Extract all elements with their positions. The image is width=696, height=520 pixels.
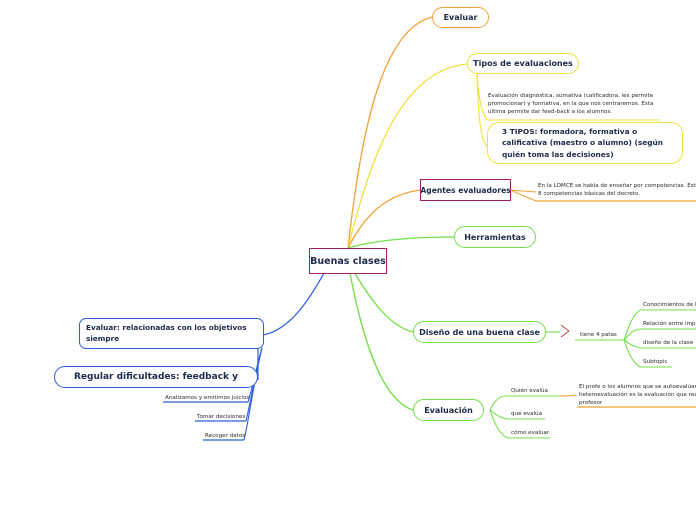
regular-node[interactable]: Regular dificultades: feedback y xyxy=(54,366,258,388)
evaluacion-item-3[interactable]: cómo evaluar xyxy=(511,430,550,436)
diseno-item-1[interactable]: Conocimientos de l xyxy=(643,302,696,308)
agentes-label: Agentes evaluadores xyxy=(420,185,511,195)
agentes-node[interactable]: Agentes evaluadores xyxy=(420,179,511,201)
connector-tipos-subnode xyxy=(476,71,488,147)
evaluar-node[interactable]: Evaluar xyxy=(432,7,489,28)
regular-label: Regular dificultades: feedback y xyxy=(73,372,239,382)
herramientas-node[interactable]: Herramientas xyxy=(454,226,536,248)
connector-agentes xyxy=(347,189,421,249)
central-label: Buenas clases xyxy=(310,255,386,267)
connector-evaluacion xyxy=(347,261,414,411)
tipos-label: Tipos de evaluaciones xyxy=(473,59,573,68)
diseno-item-3[interactable]: diseño de la clase xyxy=(643,340,694,346)
regular-item-2[interactable]: Tomar decisiones xyxy=(197,414,246,420)
evaluacion-note-line3: profesor xyxy=(579,400,603,406)
tipos-node[interactable]: Tipos de evaluaciones xyxy=(467,53,579,74)
diseno-item-4[interactable]: Subtopic xyxy=(643,359,668,365)
tipos-note: Evaluación diagnóstica, sumativa (califi… xyxy=(488,93,654,116)
agentes-note-line2: 8 competencias básicas del decreto. xyxy=(538,191,641,197)
evaluacion-item-1[interactable]: Quién evalúa xyxy=(511,388,548,394)
diseno-item-2[interactable]: Relación entre impl xyxy=(643,321,696,327)
diseno-label: Diseño de una buena clase xyxy=(419,327,540,337)
diseno-connector-text: tiene 4 patas xyxy=(580,332,617,338)
connector-diseno-chevron xyxy=(560,324,570,338)
connector-evaluar xyxy=(347,16,433,249)
connector-tipos xyxy=(347,63,468,249)
evaluacion-item-2[interactable]: qué evalúa xyxy=(511,411,543,417)
regular-item-3[interactable]: Recoger datos xyxy=(205,433,246,439)
evaluacion-node[interactable]: Evaluación xyxy=(413,399,484,421)
evaluacion-label: Evaluación xyxy=(424,405,473,415)
evaluar-label: Evaluar xyxy=(443,13,478,22)
central-node[interactable]: Buenas clases xyxy=(309,248,387,274)
tipos-subnode-label: 3 TIPOS: formadora, formativa o califica… xyxy=(502,126,664,159)
evaluar-obj-label: Evaluar: relacionadas con los objetivos … xyxy=(86,322,247,343)
tipos-subnode[interactable]: 3 TIPOS: formadora, formativa o califica… xyxy=(487,122,683,164)
evaluacion-note-line1: El profe o los alumnos que se autoevalúa… xyxy=(579,384,696,390)
evaluacion-note-line2: heteroevaluación es la evaluación que re… xyxy=(579,392,696,398)
evaluar-obj-node[interactable]: Evaluar: relacionadas con los objetivos … xyxy=(79,318,264,349)
connector-herramientas xyxy=(347,236,455,249)
regular-item-1[interactable]: Analizamos y emitimos juicios xyxy=(165,395,250,401)
agentes-note-line1: En la LOMCE se habla de enseñar por comp… xyxy=(538,183,696,189)
diseno-node[interactable]: Diseño de una buena clase xyxy=(413,321,546,343)
connector-agentes-note xyxy=(509,189,537,193)
herramientas-label: Herramientas xyxy=(464,232,526,242)
